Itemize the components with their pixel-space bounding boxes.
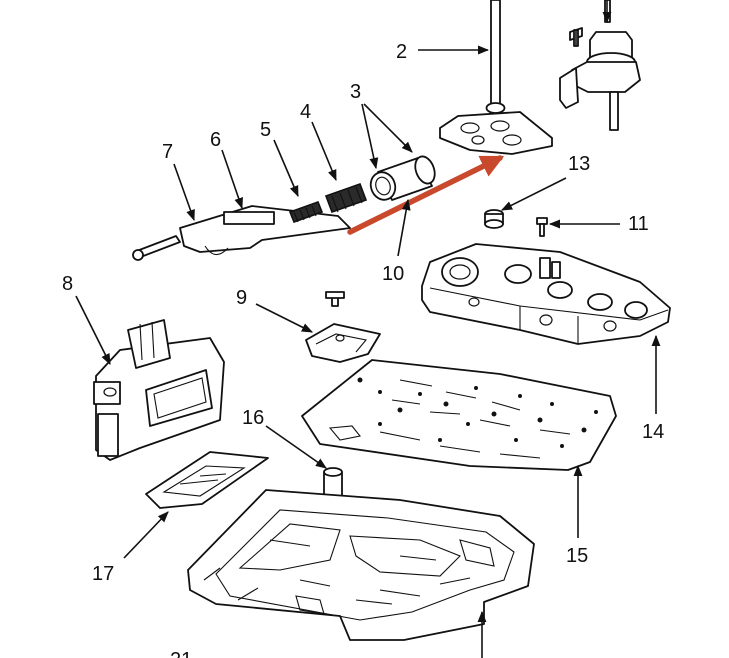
callout-4: 4 [300, 101, 311, 123]
callout-9: 9 [236, 287, 247, 309]
part-4-spring [324, 182, 368, 214]
leader-4 [311, 121, 337, 182]
part-2-rod-and-plate [439, 0, 553, 155]
leader-16 [265, 425, 327, 469]
leader-3b [363, 103, 413, 153]
lower-channel-plate [187, 489, 535, 641]
part-9-block [305, 291, 381, 363]
part-3-sleeve [369, 155, 436, 201]
callout-3: 3 [350, 81, 361, 103]
callout-13: 13 [568, 153, 590, 175]
callout-14: 14 [642, 421, 664, 443]
callout-11: 11 [628, 213, 649, 235]
callout-6: 6 [210, 129, 221, 151]
part-17-plate [145, 451, 269, 509]
leader-9 [255, 303, 314, 333]
part-5-spring [288, 200, 324, 224]
leader-13 [500, 177, 567, 211]
part-13-cup [484, 209, 504, 229]
leader-6 [221, 149, 243, 210]
part-15-separator-plate [301, 359, 617, 471]
callout-17: 17 [92, 563, 114, 585]
callout-2: 2 [396, 41, 407, 63]
callout-16: 16 [242, 407, 264, 429]
part-16-post [323, 467, 343, 499]
part-14-valve-body [421, 243, 671, 345]
leader-10 [397, 198, 411, 257]
part-11-screw [536, 217, 548, 237]
upper-right-sensor-assembly [559, 0, 641, 131]
callout-5: 5 [260, 119, 271, 141]
leader-17 [123, 511, 169, 559]
leader-5 [273, 139, 299, 198]
callout-21: 21 [170, 649, 192, 658]
callout-15: 15 [566, 545, 588, 567]
leader-3a [361, 103, 379, 170]
part-8-control-module [93, 319, 225, 461]
callout-10: 10 [382, 263, 404, 285]
leader-7 [173, 163, 195, 222]
callout-8: 8 [62, 273, 73, 295]
leader-8 [75, 295, 111, 366]
callout-7: 7 [162, 141, 173, 163]
highlight-arrow [347, 155, 505, 235]
